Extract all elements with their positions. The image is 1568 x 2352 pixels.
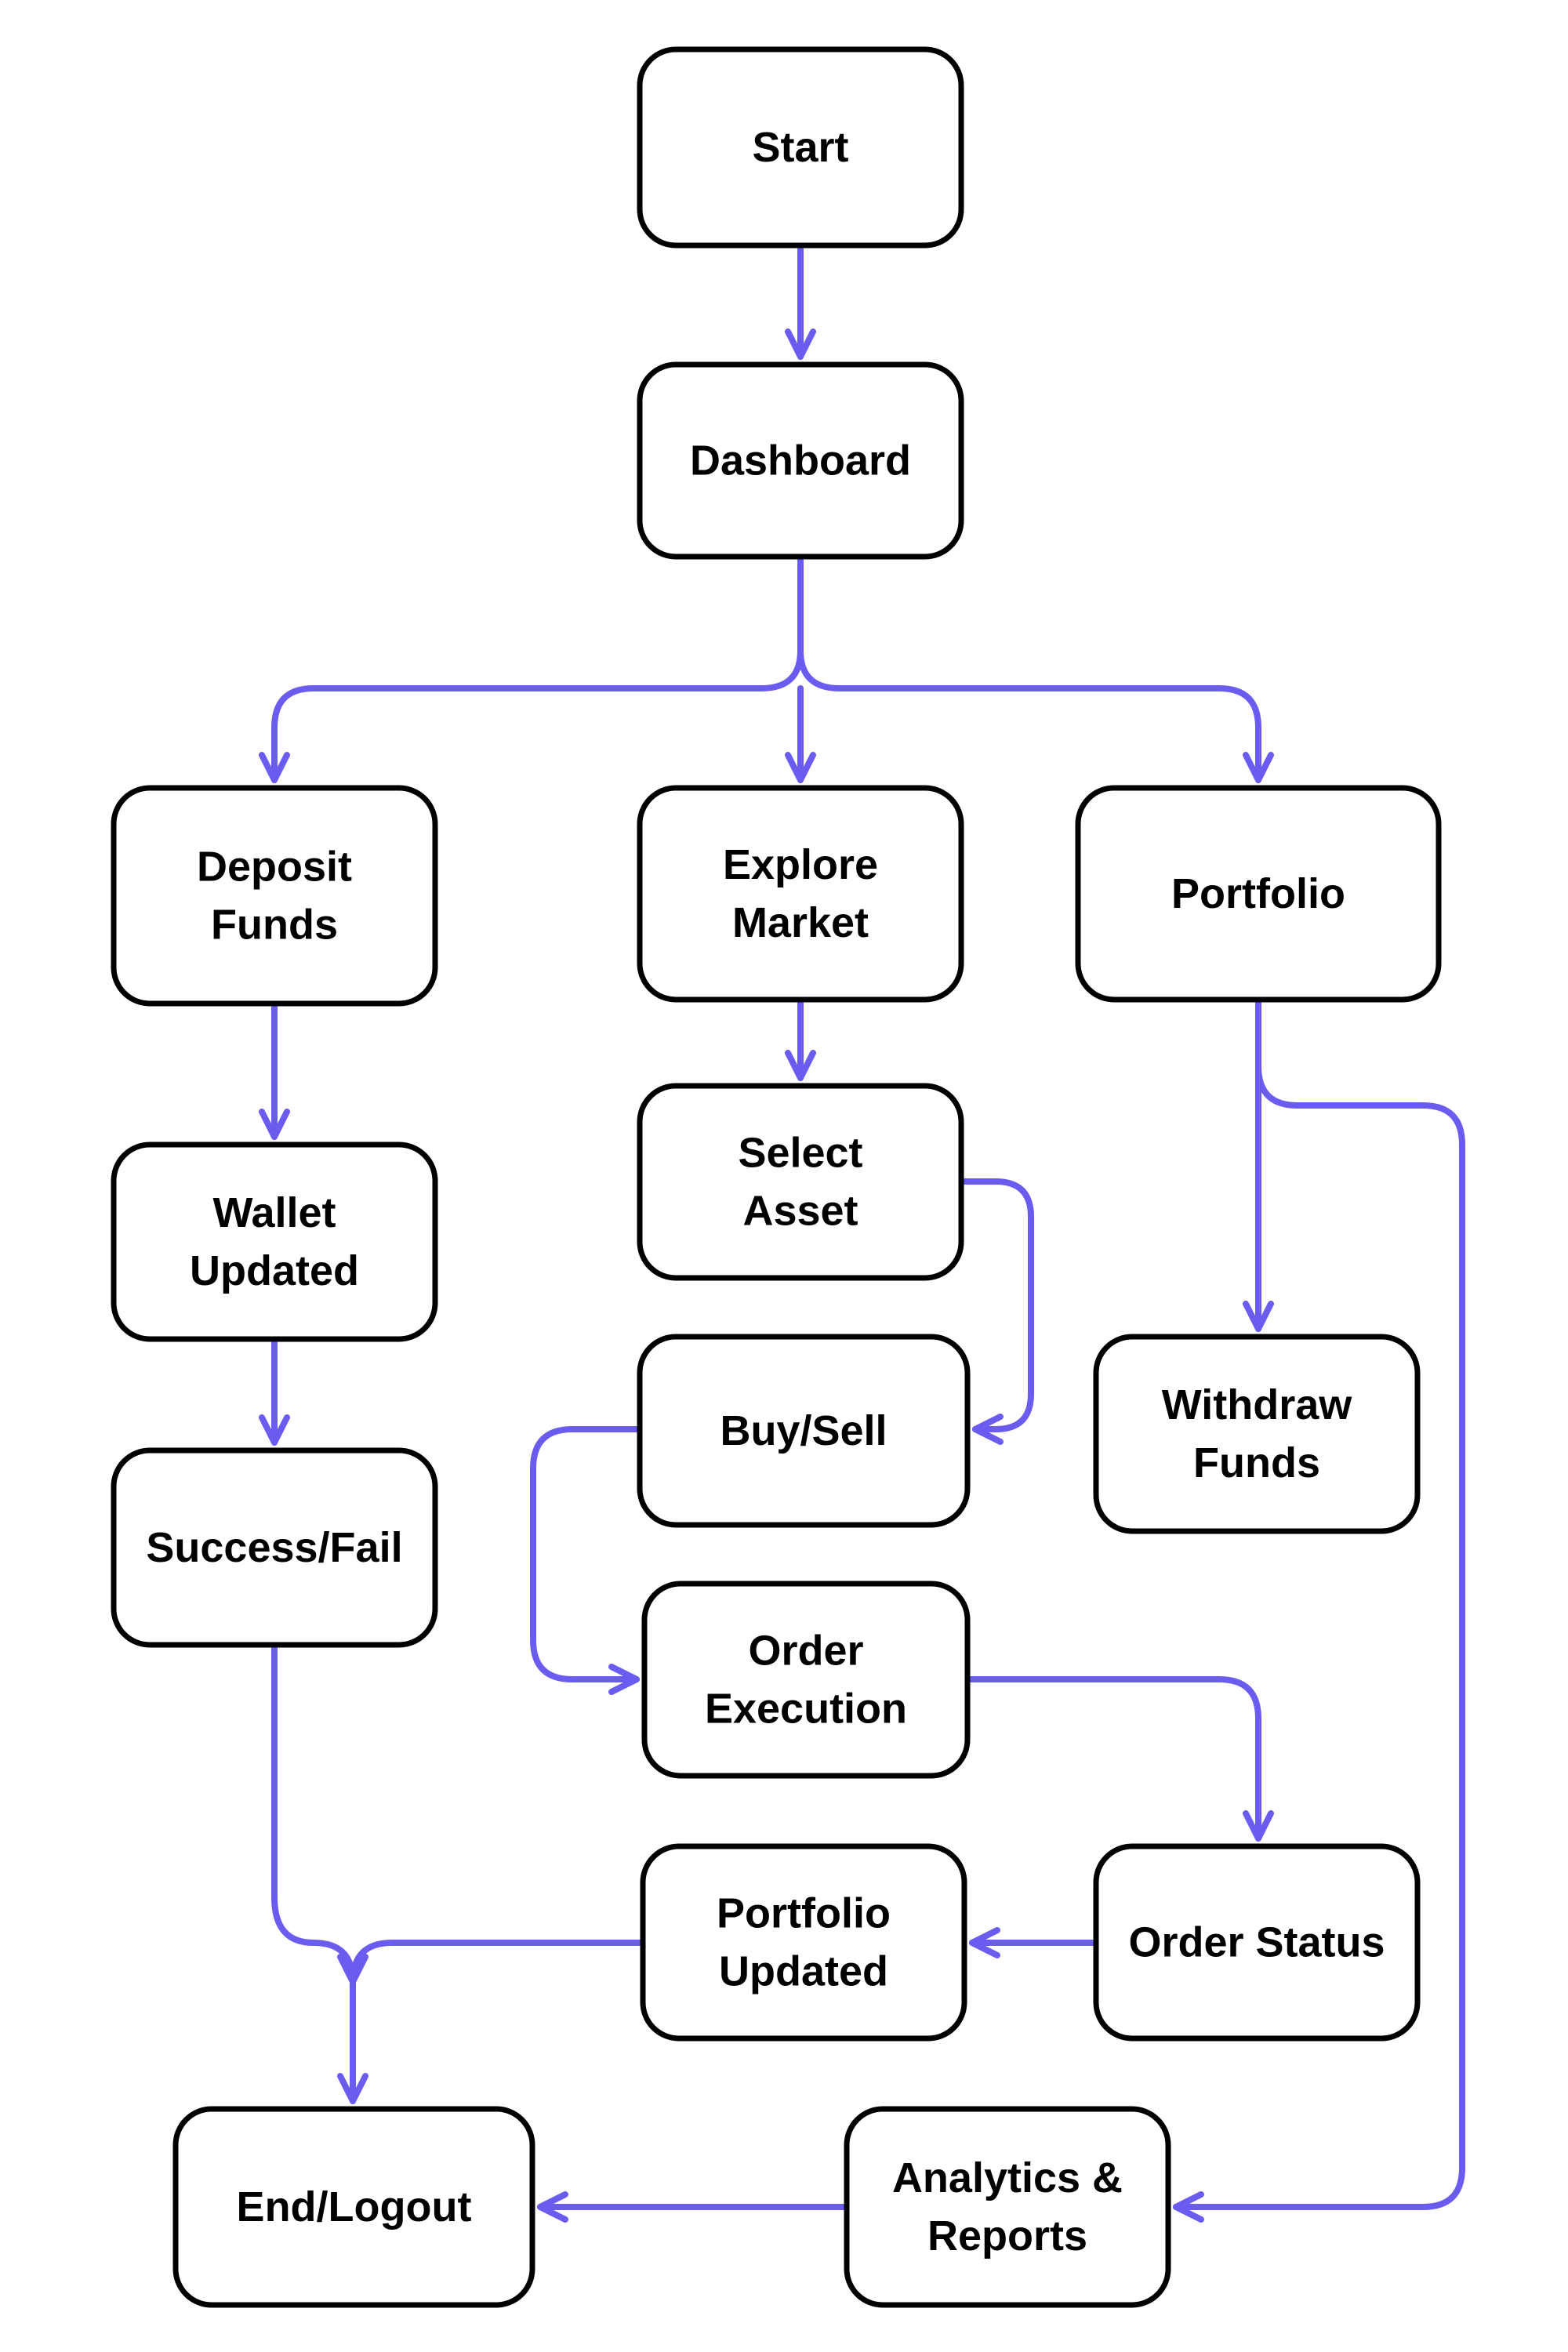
node-label: Order [748, 1628, 863, 1675]
node-box [111, 785, 438, 1007]
node-box [640, 1843, 967, 2042]
node-box [641, 1581, 971, 1779]
node-buysell[interactable]: Buy/Sell [637, 1334, 971, 1528]
node-label: Funds [1193, 1439, 1320, 1486]
node-label: Portfolio [1171, 870, 1345, 917]
node-box [172, 2106, 535, 2308]
node-label: Buy/Sell [720, 1407, 887, 1454]
node-label: Updated [719, 1948, 888, 1995]
node-box [637, 361, 964, 560]
node-label: Asset [742, 1188, 858, 1235]
edge-execution-to-status [966, 1676, 1274, 1842]
edge-portupdated-to-end [337, 1940, 644, 1985]
node-box [1075, 785, 1442, 1003]
node-label: Select [738, 1130, 862, 1177]
node-box [1093, 1334, 1421, 1534]
edge-success-to-end [271, 1643, 368, 2104]
node-box [637, 1083, 964, 1281]
edge-dashboard-to-deposit [259, 555, 804, 783]
node-label: Reports [927, 2212, 1087, 2259]
node-start[interactable]: Start [637, 46, 964, 249]
node-label: Execution [705, 1686, 907, 1733]
node-box [111, 1142, 438, 1342]
edge-buysell-to-execution [530, 1426, 641, 1695]
node-success[interactable]: Success/Fail [111, 1447, 438, 1648]
node-end[interactable]: End/Logout [172, 2106, 535, 2308]
node-label: Wallet [212, 1189, 336, 1236]
node-label: Portfolio [717, 1890, 891, 1937]
node-portfolio[interactable]: Portfolio [1075, 785, 1442, 1003]
node-box [844, 2106, 1171, 2308]
node-analytics[interactable]: Analytics & Reports [844, 2106, 1171, 2308]
node-status[interactable]: Order Status [1093, 1843, 1421, 2042]
edge-select-to-buysell [960, 1178, 1034, 1445]
node-label: Deposit [197, 844, 352, 891]
node-label: Analytics & [892, 2154, 1123, 2201]
node-box [637, 785, 964, 1003]
node-label: Updated [190, 1247, 359, 1294]
node-label: Start [752, 124, 848, 171]
connectors [259, 246, 1465, 2223]
node-label: Dashboard [690, 437, 911, 485]
node-box [637, 1334, 971, 1528]
nodes: StartDashboardDepositFundsExploreMarketP… [111, 46, 1442, 2308]
node-box [637, 46, 964, 249]
node-label: Withdraw [1162, 1381, 1352, 1428]
edge-dashboard-to-portfolio [797, 648, 1274, 783]
node-box [111, 1447, 438, 1648]
edge-portfolio-to-analytics [1173, 1063, 1465, 2223]
node-label: End/Logout [237, 2183, 472, 2230]
node-label: Explore [723, 841, 878, 888]
node-label: Market [732, 899, 869, 946]
node-dashboard[interactable]: Dashboard [637, 361, 964, 560]
node-label: Success/Fail [146, 1524, 402, 1571]
node-label: Order Status [1128, 1919, 1385, 1966]
node-label: Funds [211, 902, 338, 949]
node-box [1093, 1843, 1421, 2042]
